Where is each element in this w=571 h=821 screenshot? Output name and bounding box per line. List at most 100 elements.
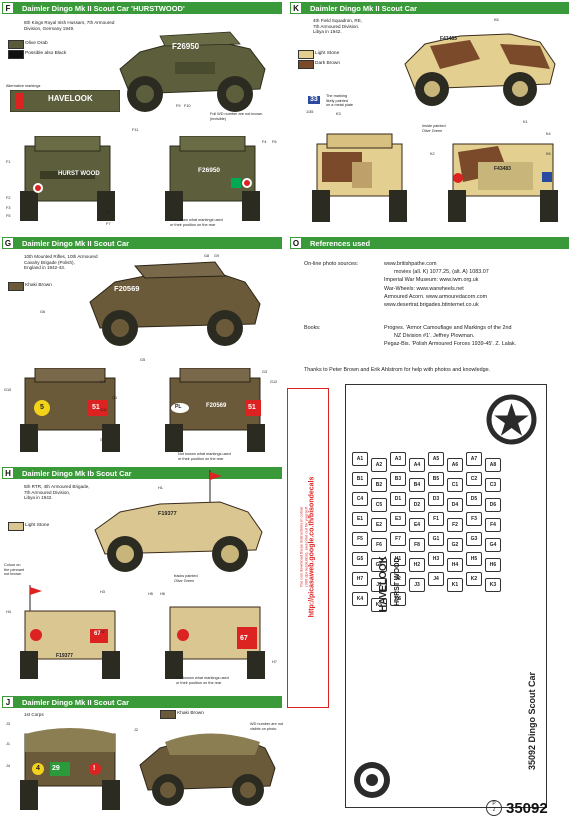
ref-line: Progres. 'Armor Camouflage and Markings … <box>384 325 512 331</box>
decal-item: K3 <box>485 578 501 592</box>
page-badge: P 2 <box>486 800 502 816</box>
section-g-front-view <box>20 368 120 452</box>
g-callout: G3 <box>262 370 268 374</box>
decal-item: F7 <box>390 532 406 546</box>
havelook-board <box>10 90 120 112</box>
k-plate-note: The marking likely painted on a metal pl… <box>326 94 353 108</box>
section-k-unit: 4th Field Squadron, RE, 7th Armoured Div… <box>313 18 362 35</box>
decal-item: K4 <box>352 592 368 606</box>
h-callout: H6 <box>160 592 165 596</box>
f-callout: F3 <box>6 206 11 210</box>
decal-item: F3 <box>466 512 482 526</box>
decal-item: G2 <box>447 538 463 552</box>
g-callout: G10 <box>4 388 12 392</box>
page-prefix: P <box>492 801 496 807</box>
g-callout: G11 <box>100 408 107 412</box>
h-tracks-note: tracks painted Olive Green <box>174 574 198 583</box>
g-front-num: 51 <box>92 404 100 411</box>
j-callout: J2 <box>134 728 139 732</box>
k-green-note: Inside painted Olive Green <box>422 124 446 133</box>
swatch-light-stone <box>8 522 24 531</box>
h-rear-note: Not known what markings used or their po… <box>176 676 229 685</box>
decal-item: A5 <box>428 452 444 466</box>
havelook-decal: HAVELOOK <box>378 556 389 612</box>
note-line: visible on photo <box>250 726 277 731</box>
f-wd-note: Full WD number are not known (invisible) <box>210 112 262 121</box>
g-callout: G12 <box>270 380 278 384</box>
decal-item: C2 <box>466 472 482 486</box>
note-line: or their position on the rear <box>170 222 216 227</box>
note-line: Colour on <box>4 563 21 567</box>
note-line: Not known what markings used <box>170 218 223 222</box>
thanks-text: Thanks to Peter Brown and Erik Ahlstrom … <box>304 367 491 373</box>
j-num: 29 <box>52 765 60 772</box>
k-callout: K2 <box>430 152 435 156</box>
decal-item: J1 <box>371 578 387 592</box>
f-side-reg: F26950 <box>172 42 200 51</box>
section-h-front-view <box>20 585 120 679</box>
sheet-label: 35092 Dingo Scout Car <box>527 671 537 770</box>
section-j-title: Daimler Dingo Mk II Scout Car <box>22 698 130 707</box>
section-j-side-view <box>139 733 276 806</box>
note-line: likely painted <box>326 98 348 103</box>
decal-item: B2 <box>371 478 387 492</box>
note-line: Full WD number are not known <box>210 112 263 116</box>
decal-item: D5 <box>466 492 482 506</box>
section-k-front-view <box>312 133 407 222</box>
decal-item: H7 <box>352 572 368 586</box>
decal-item: F1 <box>428 512 444 526</box>
swatch-label: Light Stone <box>315 51 340 56</box>
decal-item: F4 <box>485 518 501 532</box>
decal-item: B4 <box>409 478 425 492</box>
h-rear-num: 67 <box>240 635 248 642</box>
swatch-label: Light Stone <box>25 523 50 528</box>
ref-line: movies (all. K) 1077.25, (alt. A) 1083.0… <box>394 269 489 276</box>
f-callout: F7 <box>106 222 111 226</box>
swatch-label: Khaki Brown <box>25 283 52 288</box>
swatch-label: Possible also Black <box>25 51 67 56</box>
decal-item: B3 <box>390 472 406 486</box>
decal-item: F5 <box>352 532 368 546</box>
k-plate: 33 <box>308 96 320 104</box>
note-line: on a metal plate <box>326 103 354 107</box>
f-callout: F6 <box>272 140 277 144</box>
decal-item: D6 <box>485 498 501 512</box>
swatch-khaki-brown <box>8 282 24 291</box>
f-callout: F5 <box>6 214 11 218</box>
ref-line: War-Wheels: www.warwheels.net <box>384 285 464 292</box>
decal-item: E4 <box>409 518 425 532</box>
decal-item: H4 <box>447 558 463 572</box>
section-f-rear-view <box>165 136 260 221</box>
decal-item: A7 <box>466 452 482 466</box>
f-callout: F2 <box>6 196 11 200</box>
promo-url[interactable]: http://picasaweb.google.co.th/bisondecal… <box>308 476 316 618</box>
decal-item: E2 <box>371 518 387 532</box>
decal-item: D4 <box>447 498 463 512</box>
decal-item: G5 <box>352 552 368 566</box>
section-f-side-view <box>119 31 266 112</box>
swatch-dark-brown <box>298 60 314 69</box>
f-front-name: HURST WOOD <box>58 171 100 177</box>
note-line: Olive Green <box>422 128 443 133</box>
j-wd-note: WD number are not visible on photo <box>250 722 283 731</box>
note-line: Not known what markings used <box>176 676 229 680</box>
h-front-num: 67 <box>94 631 101 637</box>
section-j-unit: 1st Corps <box>24 712 44 717</box>
g-callout: G9 <box>214 254 220 258</box>
note-line: Not known what markings used <box>178 452 231 456</box>
note-line: Inside painted <box>422 124 446 128</box>
g-callout: G5 <box>140 358 146 362</box>
decal-item: B1 <box>352 472 368 486</box>
decal-item: K2 <box>466 572 482 586</box>
decal-item: C1 <box>447 478 463 492</box>
ref-line: Imperial War Museum: www.iwm.org.uk <box>384 277 479 284</box>
decal-item: D1 <box>390 492 406 506</box>
h-callout: H3 <box>100 590 105 594</box>
unit-line: 7th Armoured Division, <box>24 489 71 495</box>
unit-line: Libya in 1942. <box>313 29 342 35</box>
books-list: Progres. 'Armor Camouflage and Markings … <box>384 324 516 349</box>
decal-item: K5 <box>371 598 387 612</box>
